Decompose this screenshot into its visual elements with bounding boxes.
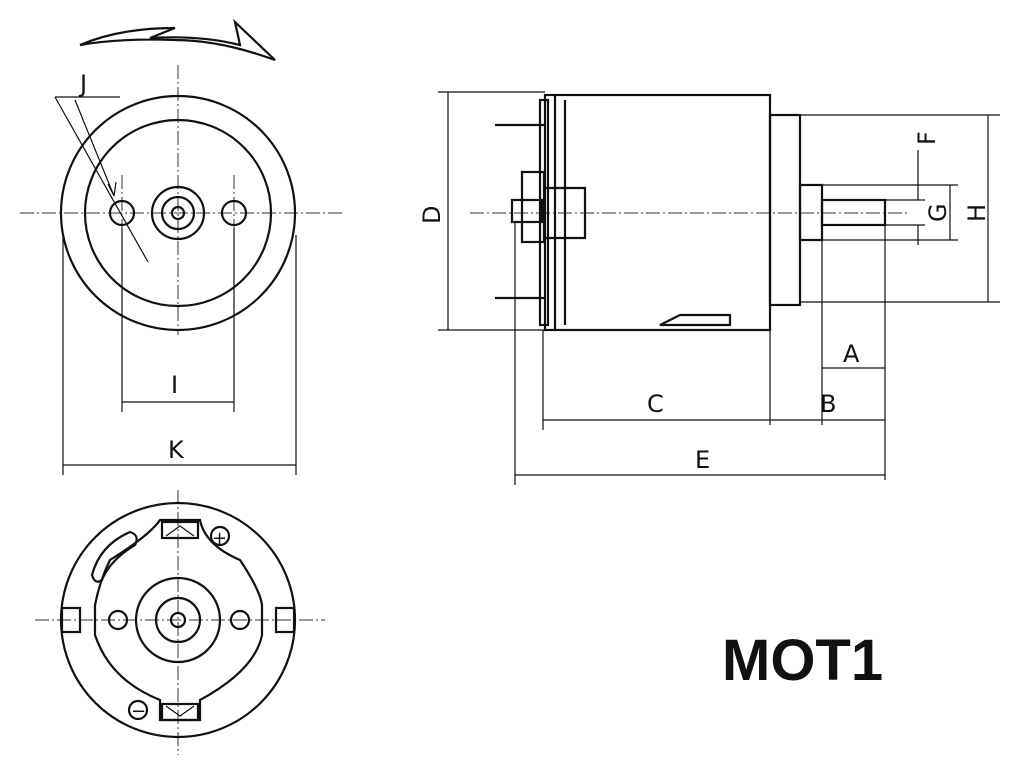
rear-view: + − xyxy=(35,490,325,755)
label-E: E xyxy=(695,446,710,474)
label-J: J xyxy=(78,70,87,98)
label-D: D xyxy=(418,206,446,224)
label-B: B xyxy=(820,390,836,418)
label-A: A xyxy=(843,340,860,368)
model-title: MOT1 xyxy=(722,628,883,693)
label-I: I xyxy=(171,371,178,399)
front-view: J I K xyxy=(20,65,345,475)
label-K: K xyxy=(168,436,185,464)
rotation-arrow-icon xyxy=(79,18,276,62)
side-view: D H G F A C B E xyxy=(418,91,1000,485)
minus-terminal-icon: − xyxy=(131,701,146,722)
label-H: H xyxy=(963,204,991,222)
label-G: G xyxy=(924,203,952,222)
label-F: F xyxy=(913,131,941,145)
plus-terminal-icon: + xyxy=(212,528,227,549)
label-C: C xyxy=(647,390,664,418)
